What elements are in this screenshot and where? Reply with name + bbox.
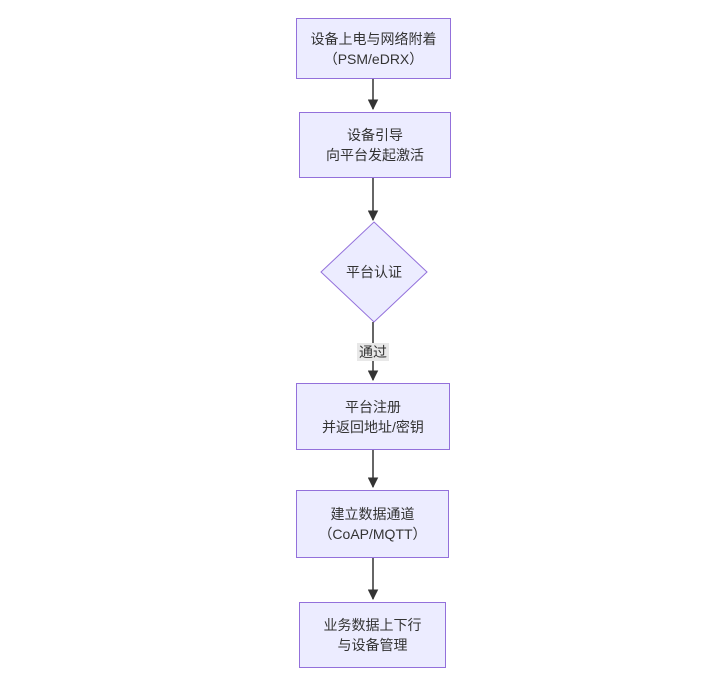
node-bootstrap: 设备引导 向平台发起激活 xyxy=(299,112,451,178)
node-business-data-line2: 与设备管理 xyxy=(337,637,408,653)
node-platform-auth: 平台认证 xyxy=(321,222,427,322)
node-bootstrap-line1: 设备引导 xyxy=(347,127,403,143)
edge-label-pass: 通过 xyxy=(357,343,389,361)
node-data-channel-line2: （CoAP/MQTT） xyxy=(318,526,427,542)
node-platform-auth-line1: 平台认证 xyxy=(346,264,402,280)
node-platform-auth-shape xyxy=(320,221,428,323)
node-business-data-line1: 业务数据上下行 xyxy=(323,617,422,633)
node-platform-register-line2: 并返回地址/密钥 xyxy=(322,418,424,435)
node-power-attach-line2: （PSM/eDRX） xyxy=(323,50,424,67)
node-power-attach: 设备上电与网络附着 （PSM/eDRX） xyxy=(296,18,451,79)
node-data-channel-line1: 建立数据通道 xyxy=(330,506,415,522)
node-platform-register: 平台注册 并返回地址/密钥 xyxy=(296,383,450,450)
node-data-channel: 建立数据通道 （CoAP/MQTT） xyxy=(296,490,449,558)
node-platform-register-line1: 平台注册 xyxy=(345,398,401,415)
node-bootstrap-line2: 向平台发起激活 xyxy=(326,147,424,163)
node-power-attach-line1: 设备上电与网络附着 xyxy=(310,30,437,47)
node-business-data: 业务数据上下行 与设备管理 xyxy=(299,602,446,668)
